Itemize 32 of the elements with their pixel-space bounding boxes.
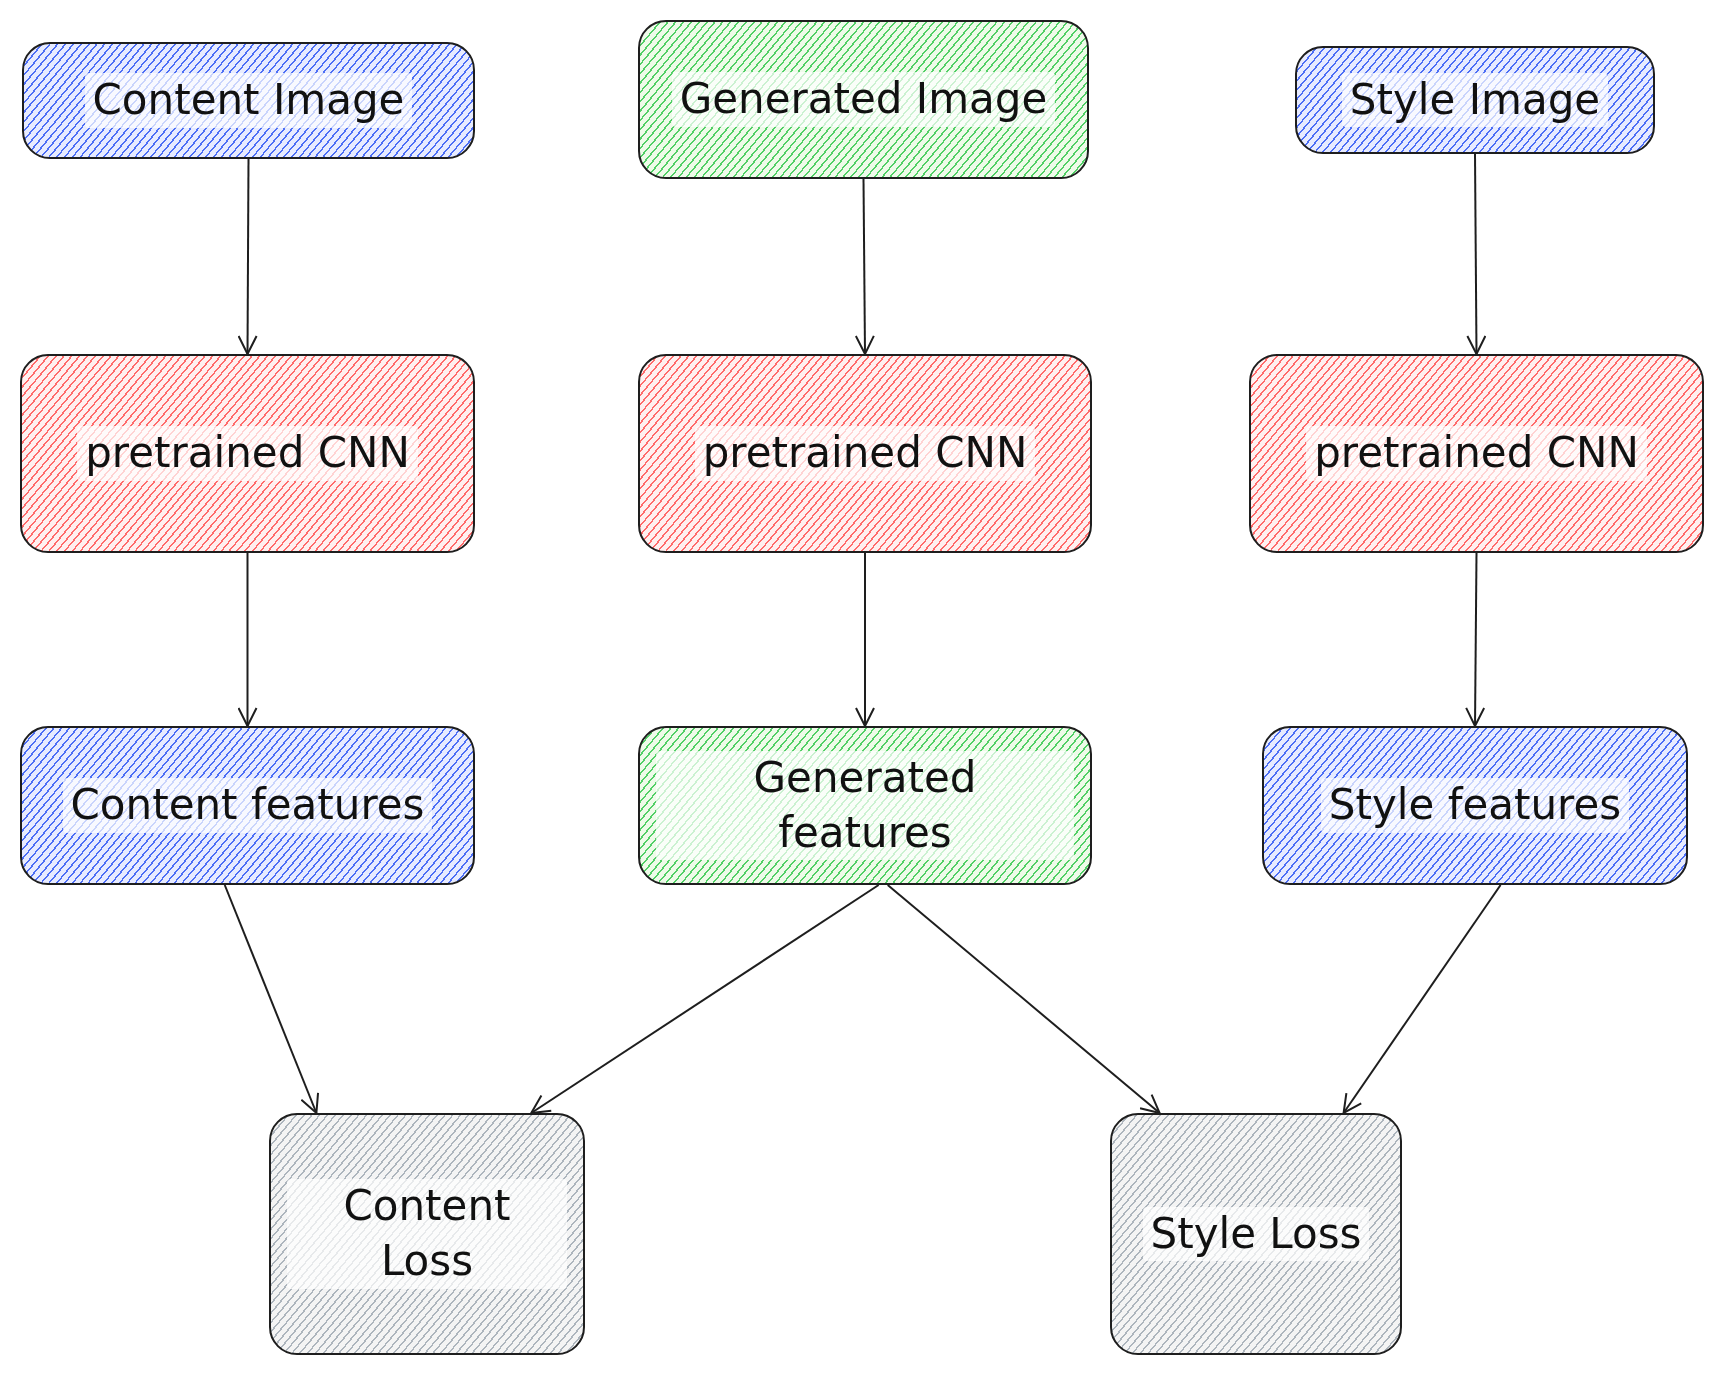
process-box [1262,726,1688,885]
box-label: Content Loss [287,1179,567,1289]
box-label: Content Image [84,73,413,128]
process-box [1249,354,1704,553]
arrow [237,158,258,355]
box-label: pretrained CNN [694,426,1036,481]
arrow [1465,552,1486,727]
process-box [20,726,475,885]
box-label: Style Image [1341,72,1609,128]
arrow [886,884,1161,1114]
process-box [20,354,475,553]
box-label: pretrained CNN [1306,426,1647,481]
arrow [530,884,880,1114]
box-label: Style features [1320,778,1630,833]
box-label: Generated features [656,750,1074,861]
box-label: Generated Image [671,72,1056,127]
process-box [22,42,475,159]
process-box [638,354,1092,553]
process-box [1110,1113,1402,1355]
arrow [854,178,875,355]
box-label: Content features [62,778,433,833]
arrow [223,884,320,1114]
box-label: Style Loss [1142,1206,1370,1262]
process-box [638,726,1092,885]
box-label: pretrained CNN [77,426,418,481]
arrow [1466,153,1487,355]
process-box [638,20,1089,179]
arrow [855,552,875,727]
arrow [1342,884,1502,1114]
process-box [269,1113,585,1355]
arrow [237,552,258,727]
process-box [1295,46,1655,154]
